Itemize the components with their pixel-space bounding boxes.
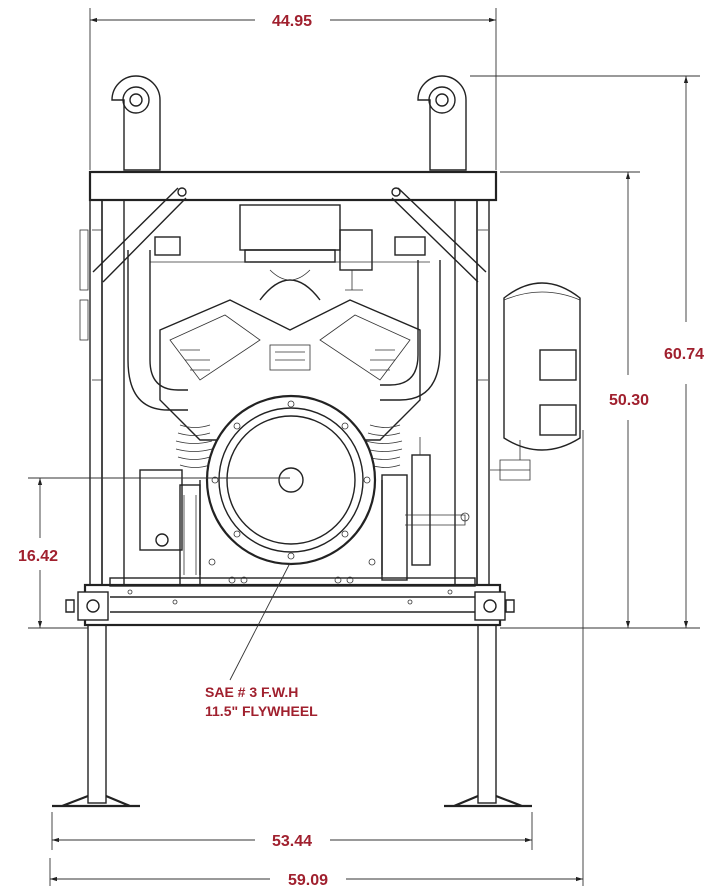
dim-label-flywheel-center-height: 16.42: [18, 548, 58, 565]
dimension-overall-width: 59.09: [49, 430, 584, 889]
dim-label-overall-width: 59.09: [288, 872, 328, 889]
engine-block: [79, 204, 470, 605]
skid-frame: [52, 170, 532, 808]
dim-label-overall-height: 60.74: [664, 346, 704, 363]
dimension-foot-span: 53.44: [51, 812, 533, 850]
lifting-eye-left: [111, 75, 161, 171]
dim-label-foot-span: 53.44: [272, 833, 312, 850]
lifting-eye-right: [417, 75, 467, 171]
dimension-flywheel-center-height: 16.42: [18, 477, 290, 629]
flywheel-callout: SAE # 3 F.W.H 11.5" FLYWHEEL: [205, 562, 318, 719]
callout-line-2: 11.5" FLYWHEEL: [205, 703, 318, 719]
dimension-top-width: 44.95: [89, 8, 497, 170]
callout-line-1: SAE # 3 F.W.H: [205, 684, 298, 700]
dimension-overall-height: 60.74: [470, 75, 704, 629]
dim-label-top-width: 44.95: [272, 13, 312, 30]
dimension-frame-height: 50.30: [500, 171, 649, 628]
dim-label-frame-height: 50.30: [609, 392, 649, 409]
receiver-tank: [490, 282, 581, 481]
